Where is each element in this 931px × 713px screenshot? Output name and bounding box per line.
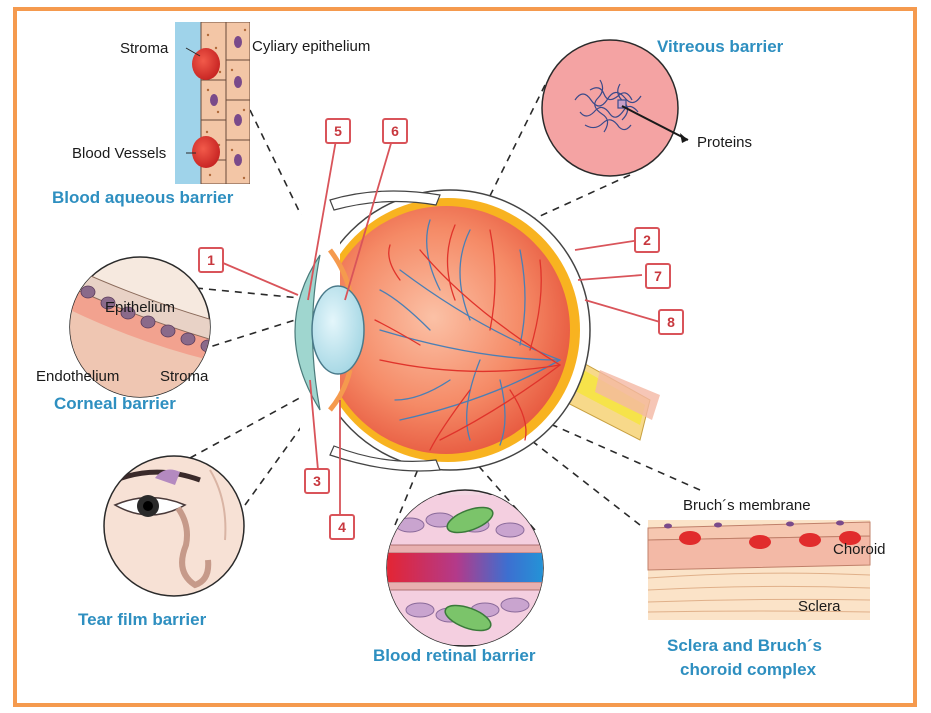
blood-retinal-title: Blood retinal barrier: [373, 646, 535, 666]
marker-2: 2: [634, 227, 660, 253]
marker-6: 6: [382, 118, 408, 144]
eye-cross-section: [295, 190, 660, 471]
endothelium-label: Endothelium: [36, 368, 119, 385]
sclera-label: Sclera: [798, 598, 841, 615]
proteins-label: Proteins: [697, 134, 752, 151]
vitreous-inset: [542, 40, 688, 176]
ciliary-epithelium-label: Cyliary epithelium: [252, 38, 370, 55]
vitreous-title: Vitreous barrier: [657, 37, 783, 57]
blood-retinal-inset: [380, 490, 550, 646]
stroma-cornea-label: Stroma: [160, 368, 208, 385]
stroma-top-label: Stroma: [120, 40, 168, 57]
marker-8: 8: [658, 309, 684, 335]
marker-7: 7: [645, 263, 671, 289]
corneal-title: Corneal barrier: [54, 394, 176, 414]
tear-film-inset: [104, 456, 244, 596]
marker-4: 4: [329, 514, 355, 540]
marker-1: 1: [198, 247, 224, 273]
tear-film-title: Tear film barrier: [78, 610, 206, 630]
blood-vessels-label: Blood Vessels: [72, 145, 166, 162]
marker-3: 3: [304, 468, 330, 494]
blood-aqueous-inset: [175, 22, 250, 184]
choroid-label: Choroid: [833, 541, 886, 558]
bruchs-membrane-label: Bruch´s membrane: [683, 497, 811, 514]
marker-5: 5: [325, 118, 351, 144]
sclera-bruch-title-line1: Sclera and Bruch´s: [667, 636, 822, 656]
sclera-bruch-title-line2: choroid complex: [680, 660, 816, 680]
epithelium-label: Epithelium: [105, 299, 175, 316]
blood-aqueous-title: Blood aqueous barrier: [52, 188, 233, 208]
